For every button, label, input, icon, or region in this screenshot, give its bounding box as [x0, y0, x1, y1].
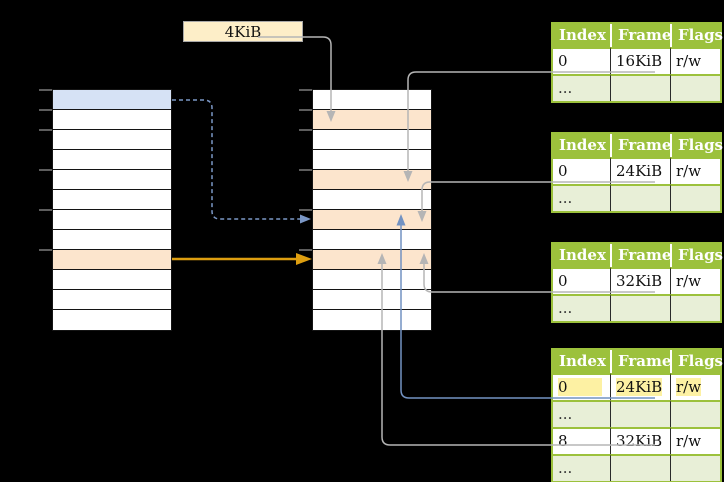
cell-frame: 24KiB [610, 157, 670, 184]
cell-frame: 32KiB [610, 427, 670, 454]
col-header-flags: Flags [670, 350, 723, 373]
table-header-row: Index Frame Flags [553, 350, 723, 373]
level1-table-24kib: Index Frame Flags 0 24KiB r/w ... [551, 132, 723, 213]
cell-flags [670, 400, 720, 427]
table-row: 0 24KiB r/w [553, 157, 720, 184]
cell-frame [610, 454, 670, 481]
table-row: 8 32KiB r/w [553, 427, 720, 454]
table-row-ellipsis: ... [553, 294, 720, 321]
cell-index: 0 [553, 47, 610, 74]
cell-frame [610, 184, 670, 211]
cell-flags [670, 454, 720, 481]
memory-row-highlight-blue [53, 90, 171, 110]
memory-row [53, 310, 171, 330]
memory-row [53, 210, 171, 230]
table-header-row: Index Frame Flags [553, 134, 723, 157]
cell-flags: r/w [670, 157, 720, 184]
col-header-flags: Flags [670, 244, 723, 267]
cell-frame: 32KiB [610, 267, 670, 294]
physical-memory-column [312, 89, 432, 331]
table-row: 0 16KiB r/w [553, 47, 720, 74]
table-row-ellipsis: ... [553, 400, 720, 427]
cell-flags: r/w [670, 373, 720, 400]
cell-flags: r/w [670, 427, 720, 454]
memory-row [313, 270, 431, 290]
col-header-index: Index [553, 24, 610, 47]
table-header-row: Index Frame Flags [553, 24, 723, 47]
connector-dashed-walk [172, 99, 300, 220]
memory-row-highlight-orange [53, 250, 171, 270]
memory-row [313, 130, 431, 150]
cell-index: ... [553, 74, 610, 101]
cell-flags: r/w [670, 47, 720, 74]
highlight-frame: 24KiB [616, 378, 663, 396]
orange-arrowhead [296, 253, 312, 265]
memory-row [53, 130, 171, 150]
cell-index: 8 [553, 427, 610, 454]
memory-row [313, 310, 431, 330]
col-header-index: Index [553, 350, 610, 373]
table-row-highlighted: 0 24KiB r/w [553, 373, 720, 400]
highlight-flags: r/w [676, 378, 702, 396]
memory-row [313, 230, 431, 250]
cell-frame: 24KiB [610, 373, 670, 400]
cell-frame: 16KiB [610, 47, 670, 74]
memory-row [313, 290, 431, 310]
col-header-index: Index [553, 244, 610, 267]
page-size-label: 4KiB [224, 23, 262, 41]
memory-row [313, 150, 431, 170]
cell-index: 0 [553, 267, 610, 294]
cell-flags: r/w [670, 267, 720, 294]
col-header-index: Index [553, 134, 610, 157]
cell-flags [670, 74, 720, 101]
table-row-ellipsis: ... [553, 454, 720, 481]
memory-row [53, 230, 171, 250]
page-size-label-box: 4KiB [183, 21, 303, 42]
col-header-frame: Frame [610, 350, 671, 373]
cell-flags [670, 184, 720, 211]
cell-index: 0 [553, 373, 610, 400]
memory-row [53, 270, 171, 290]
col-header-flags: Flags [670, 24, 723, 47]
memory-row-frame [313, 110, 431, 130]
table-row-ellipsis: ... [553, 74, 720, 101]
memory-row [53, 290, 171, 310]
table-row: 0 32KiB r/w [553, 267, 720, 294]
col-header-frame: Frame [610, 24, 671, 47]
level2-entries-table: Index Frame Flags 0 24KiB r/w ... 8 32Ki… [551, 348, 723, 482]
highlight-index: 0 [558, 378, 602, 396]
table-header-row: Index Frame Flags [553, 244, 723, 267]
cell-index: ... [553, 454, 610, 481]
memory-row-frame [313, 210, 431, 230]
cell-frame [610, 294, 670, 321]
cell-index: ... [553, 184, 610, 211]
memory-row-frame [313, 250, 431, 270]
cell-index: 0 [553, 157, 610, 184]
col-header-flags: Flags [670, 134, 723, 157]
cell-flags [670, 294, 720, 321]
cell-index: ... [553, 400, 610, 427]
col-header-frame: Frame [610, 244, 671, 267]
level1-table-32kib: Index Frame Flags 0 32KiB r/w ... [551, 242, 723, 323]
memory-row-frame [313, 170, 431, 190]
memory-row [53, 190, 171, 210]
cell-frame [610, 400, 670, 427]
cell-frame [610, 74, 670, 101]
memory-row [53, 170, 171, 190]
col-header-frame: Frame [610, 134, 671, 157]
level1-table-16kib: Index Frame Flags 0 16KiB r/w ... [551, 22, 723, 103]
cell-index: ... [553, 294, 610, 321]
table-row-ellipsis: ... [553, 184, 720, 211]
memory-row [53, 110, 171, 130]
dashed-blue-arrowhead [300, 214, 311, 224]
memory-row [313, 190, 431, 210]
level2-page-table-column [52, 89, 172, 331]
memory-row [53, 150, 171, 170]
memory-row [313, 90, 431, 110]
